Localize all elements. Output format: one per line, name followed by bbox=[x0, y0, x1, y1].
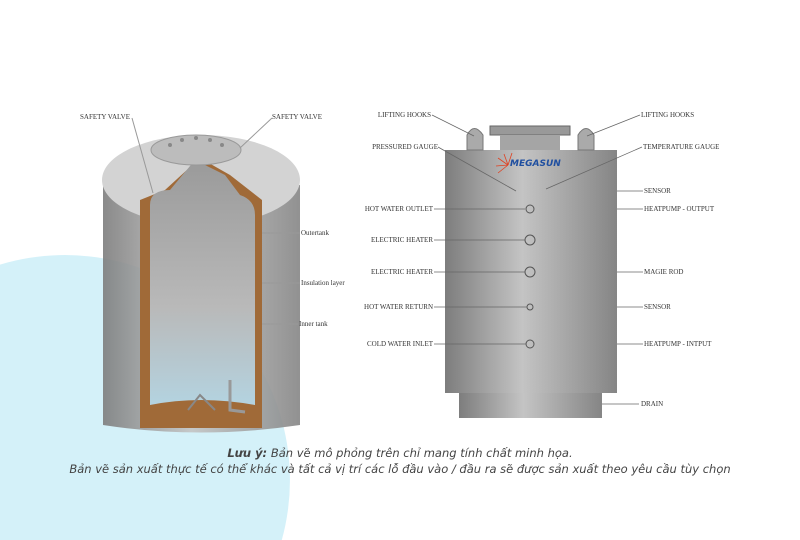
label-temperature-gauge: TEMPERATURE GAUGE bbox=[643, 143, 720, 151]
caption-line-2: Bản vẽ sản xuất thực tế có thể khác và t… bbox=[69, 462, 731, 476]
label-sensor-top: SENSOR bbox=[644, 187, 671, 195]
elevation-tank-drawing bbox=[431, 114, 643, 418]
label-sensor-bottom: SENSOR bbox=[644, 303, 671, 311]
label-outertank: Outertank bbox=[301, 229, 329, 237]
label-pressured-gauge: PRESSURED GAUGE bbox=[372, 143, 438, 151]
label-heatpump-output: HEATPUMP - OUTPUT bbox=[644, 205, 715, 213]
label-drain: DRAIN bbox=[641, 400, 664, 408]
caption-line-1-text: Bản vẽ mô phỏng trên chỉ mang tính chất … bbox=[270, 446, 573, 460]
label-insulation-layer: Insulation layer bbox=[301, 279, 345, 287]
label-cold-water-inlet: COLD WATER INLET bbox=[367, 340, 433, 348]
label-safety-valve-right: SAFETY VALVE bbox=[272, 113, 322, 121]
label-hot-water-outlet: HOT WATER OUTLET bbox=[364, 205, 433, 213]
megasun-logo: MEGASUN bbox=[510, 159, 561, 169]
label-magie-rod: MAGIE ROD bbox=[644, 268, 684, 276]
caption-line-1: Lưu ý: Bản vẽ mô phỏng trên chỉ mang tín… bbox=[0, 446, 800, 460]
label-hot-water-return: HOT WATER RETURN bbox=[364, 303, 433, 311]
label-safety-valve-left: SAFETY VALVE bbox=[80, 113, 130, 121]
cutaway-tank-drawing bbox=[102, 117, 300, 433]
caption-note-label: Lưu ý: bbox=[227, 446, 268, 460]
label-lifting-hooks-left: LIFTING HOOKS bbox=[377, 111, 431, 119]
label-inner-tank: Inner tank bbox=[299, 320, 328, 328]
label-heatpump-input: HEATPUMP - INTPUT bbox=[644, 340, 712, 348]
label-lifting-hooks-right: LIFTING HOOKS bbox=[641, 111, 695, 119]
label-electric-heater-1: ELECTRIC HEATER bbox=[370, 236, 433, 244]
label-electric-heater-2: ELECTRIC HEATER bbox=[370, 268, 433, 276]
